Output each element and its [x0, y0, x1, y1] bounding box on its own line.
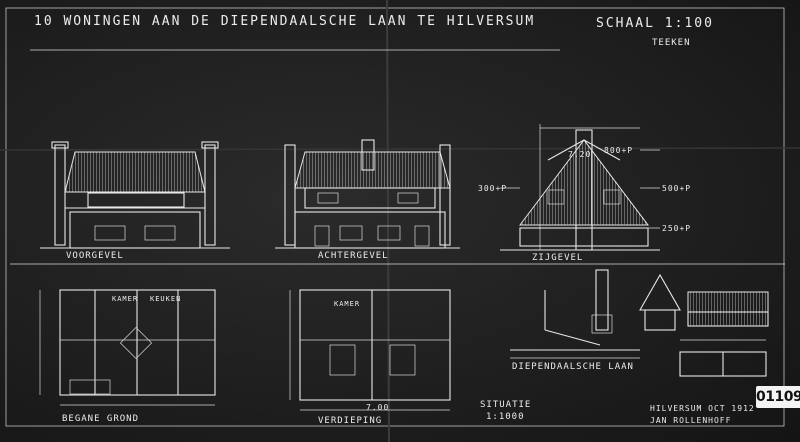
- side-elevation: [500, 124, 660, 251]
- rear-elevation: [275, 139, 460, 249]
- sheet-border: [5, 7, 785, 427]
- label-situatie-scale: 1:1000: [486, 412, 525, 422]
- dim-bottom: 7.00: [366, 403, 390, 412]
- label-voorgevel: VOORGEVEL: [66, 251, 124, 261]
- label-achtergevel: ACHTERGEVEL: [318, 251, 389, 261]
- front-elevation: [40, 141, 230, 249]
- label-begane-grond: BEGANE GROND: [62, 414, 140, 424]
- outbuilding-drawings: [639, 273, 769, 377]
- site-plan: [510, 269, 640, 359]
- dim-top: 7.20: [568, 150, 592, 159]
- dim-p4: 250+P: [662, 224, 692, 233]
- upper-floor-plan: [289, 289, 451, 411]
- dim-p1: 800+P: [604, 146, 634, 155]
- room-label-kamer-2: KAMER: [334, 300, 361, 308]
- dim-p2: 300+P: [478, 184, 508, 193]
- fold-line-horizontal: [0, 147, 800, 151]
- scale-subtitle: TEEKEN: [652, 38, 691, 48]
- dim-p3: 500+P: [662, 184, 692, 193]
- ground-floor-plan: [39, 289, 216, 406]
- drawing-scale: SCHAAL 1:100: [596, 16, 714, 31]
- signature-line-2: JAN ROLLENHOFF: [650, 416, 732, 425]
- fold-line-vertical: [386, 0, 390, 442]
- drawing-title: 10 WONINGEN AAN DE DIEPENDAALSCHE LAAN T…: [34, 14, 536, 29]
- archive-stamp: 01109: [756, 386, 800, 408]
- label-verdieping: VERDIEPING: [318, 416, 383, 426]
- label-zijgevel: ZIJGEVEL: [532, 253, 584, 263]
- room-label-kamer-1: KAMER: [112, 295, 139, 303]
- room-label-keuken: KEUKEN: [150, 295, 182, 303]
- label-street: DIEPENDAALSCHE LAAN: [512, 362, 634, 372]
- label-situatie: SITUATIE: [480, 400, 532, 410]
- signature-line-1: HILVERSUM OCT 1912: [650, 404, 755, 413]
